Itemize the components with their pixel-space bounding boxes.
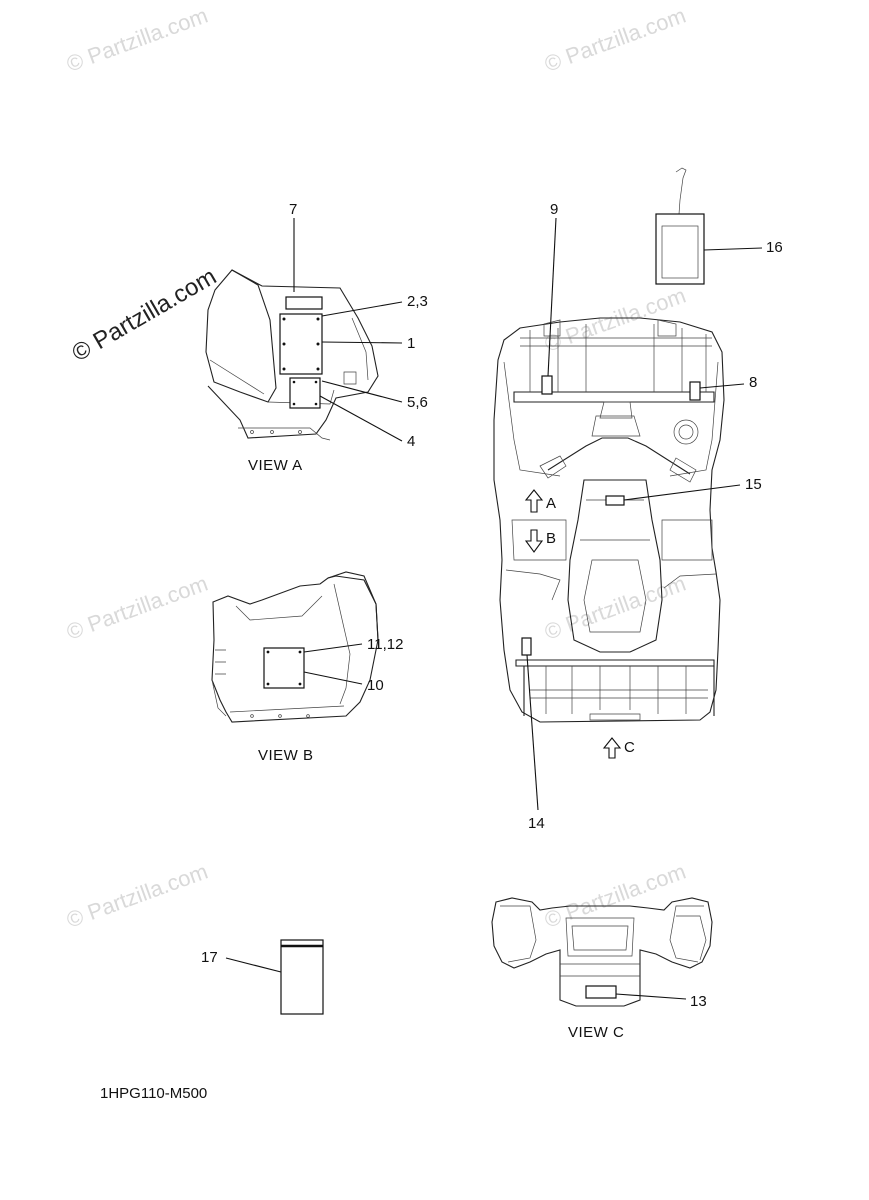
label-17 bbox=[280, 939, 324, 1015]
callout-17: 17 bbox=[201, 949, 218, 966]
view-b-fender bbox=[211, 571, 379, 723]
atv-top-view bbox=[493, 317, 725, 723]
label-14 bbox=[521, 637, 532, 656]
label-4 bbox=[289, 377, 321, 409]
callout-5-6: 5,6 bbox=[407, 394, 428, 411]
watermark: © Partzilla.com bbox=[541, 3, 689, 77]
view-c-caption: VIEW C bbox=[568, 1024, 624, 1041]
watermark: © Partzilla.com bbox=[541, 859, 689, 933]
callout-7: 7 bbox=[289, 201, 297, 218]
watermarks: © Partzilla.com © Partzilla.com © Partzi… bbox=[63, 3, 689, 933]
watermark: © Partzilla.com bbox=[541, 283, 689, 357]
label-8 bbox=[689, 381, 701, 401]
callout-15: 15 bbox=[745, 476, 762, 493]
callout-2-3: 2,3 bbox=[407, 293, 428, 310]
label-7 bbox=[285, 296, 323, 310]
view-a-fender bbox=[205, 269, 379, 441]
view-a-caption: VIEW A bbox=[248, 457, 303, 474]
callout-4: 4 bbox=[407, 433, 415, 450]
label-9 bbox=[541, 375, 553, 395]
hang-tag bbox=[655, 167, 705, 285]
callout-8: 8 bbox=[749, 374, 757, 391]
label-10 bbox=[263, 647, 305, 689]
label-15 bbox=[605, 495, 625, 506]
view-a-arrow: A bbox=[524, 489, 556, 513]
watermark: © Partzilla.com bbox=[63, 3, 211, 77]
view-b-caption: VIEW B bbox=[258, 747, 314, 764]
view-a-arrow-label: A bbox=[546, 495, 556, 512]
label-17-sheet bbox=[280, 939, 324, 1015]
callout-11-12: 11,12 bbox=[367, 636, 403, 653]
view-b-arrow: B bbox=[524, 529, 556, 553]
watermark-dark: © Partzilla.com bbox=[68, 263, 222, 367]
callout-16: 16 bbox=[766, 239, 783, 256]
view-c-rear bbox=[491, 897, 713, 1007]
view-c-arrow-label: C bbox=[624, 739, 635, 756]
label-16 bbox=[655, 213, 705, 285]
watermark: © Partzilla.com bbox=[63, 571, 211, 645]
callout-14: 14 bbox=[528, 815, 545, 832]
view-c-arrow: C bbox=[602, 737, 635, 759]
label-1 bbox=[279, 313, 323, 375]
label-13 bbox=[585, 985, 617, 999]
callout-1: 1 bbox=[407, 335, 415, 352]
watermark: © Partzilla.com bbox=[541, 571, 689, 645]
callout-10: 10 bbox=[367, 677, 384, 694]
callout-13: 13 bbox=[690, 993, 707, 1010]
view-b-arrow-label: B bbox=[546, 530, 556, 547]
callout-9: 9 bbox=[550, 201, 558, 218]
diagram-code: 1HPG110-M500 bbox=[100, 1085, 207, 1102]
watermark: © Partzilla.com bbox=[63, 859, 211, 933]
